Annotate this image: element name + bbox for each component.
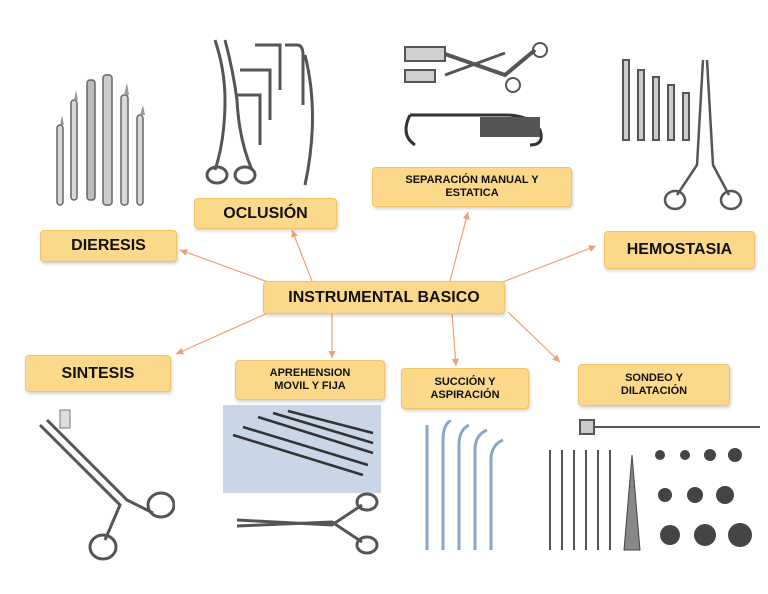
node-sintesis: SINTESIS (25, 355, 171, 392)
retractors-image (404, 42, 548, 147)
node-oclusion-label: OCLUSIÓN (223, 204, 308, 222)
node-succion-label: SUCCIÓN Y ASPIRACIÓN (430, 375, 500, 401)
node-aprehension-label: APREHENSION MOVIL Y FIJA (269, 367, 351, 392)
center-node-label: INSTRUMENTAL BASICO (288, 288, 480, 306)
arrow-to-sondeo (507, 311, 561, 363)
forceps-photo (223, 405, 381, 493)
arrow-to-dieresis (179, 249, 269, 283)
dilators-probes-image (549, 419, 760, 551)
node-separacion: SEPARACIÓN MANUAL Y ESTATICA (372, 167, 572, 207)
node-sondeo-label: SONDEO Y DILATACIÓN (620, 372, 688, 397)
suction-tubes-image (425, 420, 504, 550)
occlusion-clamps-image (205, 39, 314, 186)
node-sintesis-label: SINTESIS (61, 364, 135, 382)
node-separacion-label: SEPARACIÓN MANUAL Y ESTATICA (405, 174, 539, 199)
node-succion: SUCCIÓN Y ASPIRACIÓN (401, 368, 529, 409)
center-node: INSTRUMENTAL BASICO (263, 281, 505, 314)
hemostats-image (622, 59, 743, 211)
node-hemostasia: HEMOSTASIA (604, 231, 755, 269)
needle-holder-image (38, 409, 175, 561)
node-dieresis: DIERESIS (40, 230, 177, 262)
node-oclusion: OCLUSIÓN (194, 198, 337, 229)
node-hemostasia-label: HEMOSTASIA (626, 241, 733, 258)
arrow-to-succion (451, 311, 460, 367)
arrow-to-sintesis (175, 311, 271, 355)
node-aprehension: APREHENSION MOVIL Y FIJA (235, 360, 385, 400)
arrow-to-separacion (449, 211, 470, 282)
node-dieresis-label: DIERESIS (71, 237, 146, 254)
scalpels-image (56, 74, 145, 206)
arrow-to-hemostasia (499, 245, 597, 284)
arrow-to-oclusion (291, 229, 313, 282)
node-sondeo: SONDEO Y DILATACIÓN (578, 364, 730, 406)
grasping-forceps-image (236, 492, 379, 555)
